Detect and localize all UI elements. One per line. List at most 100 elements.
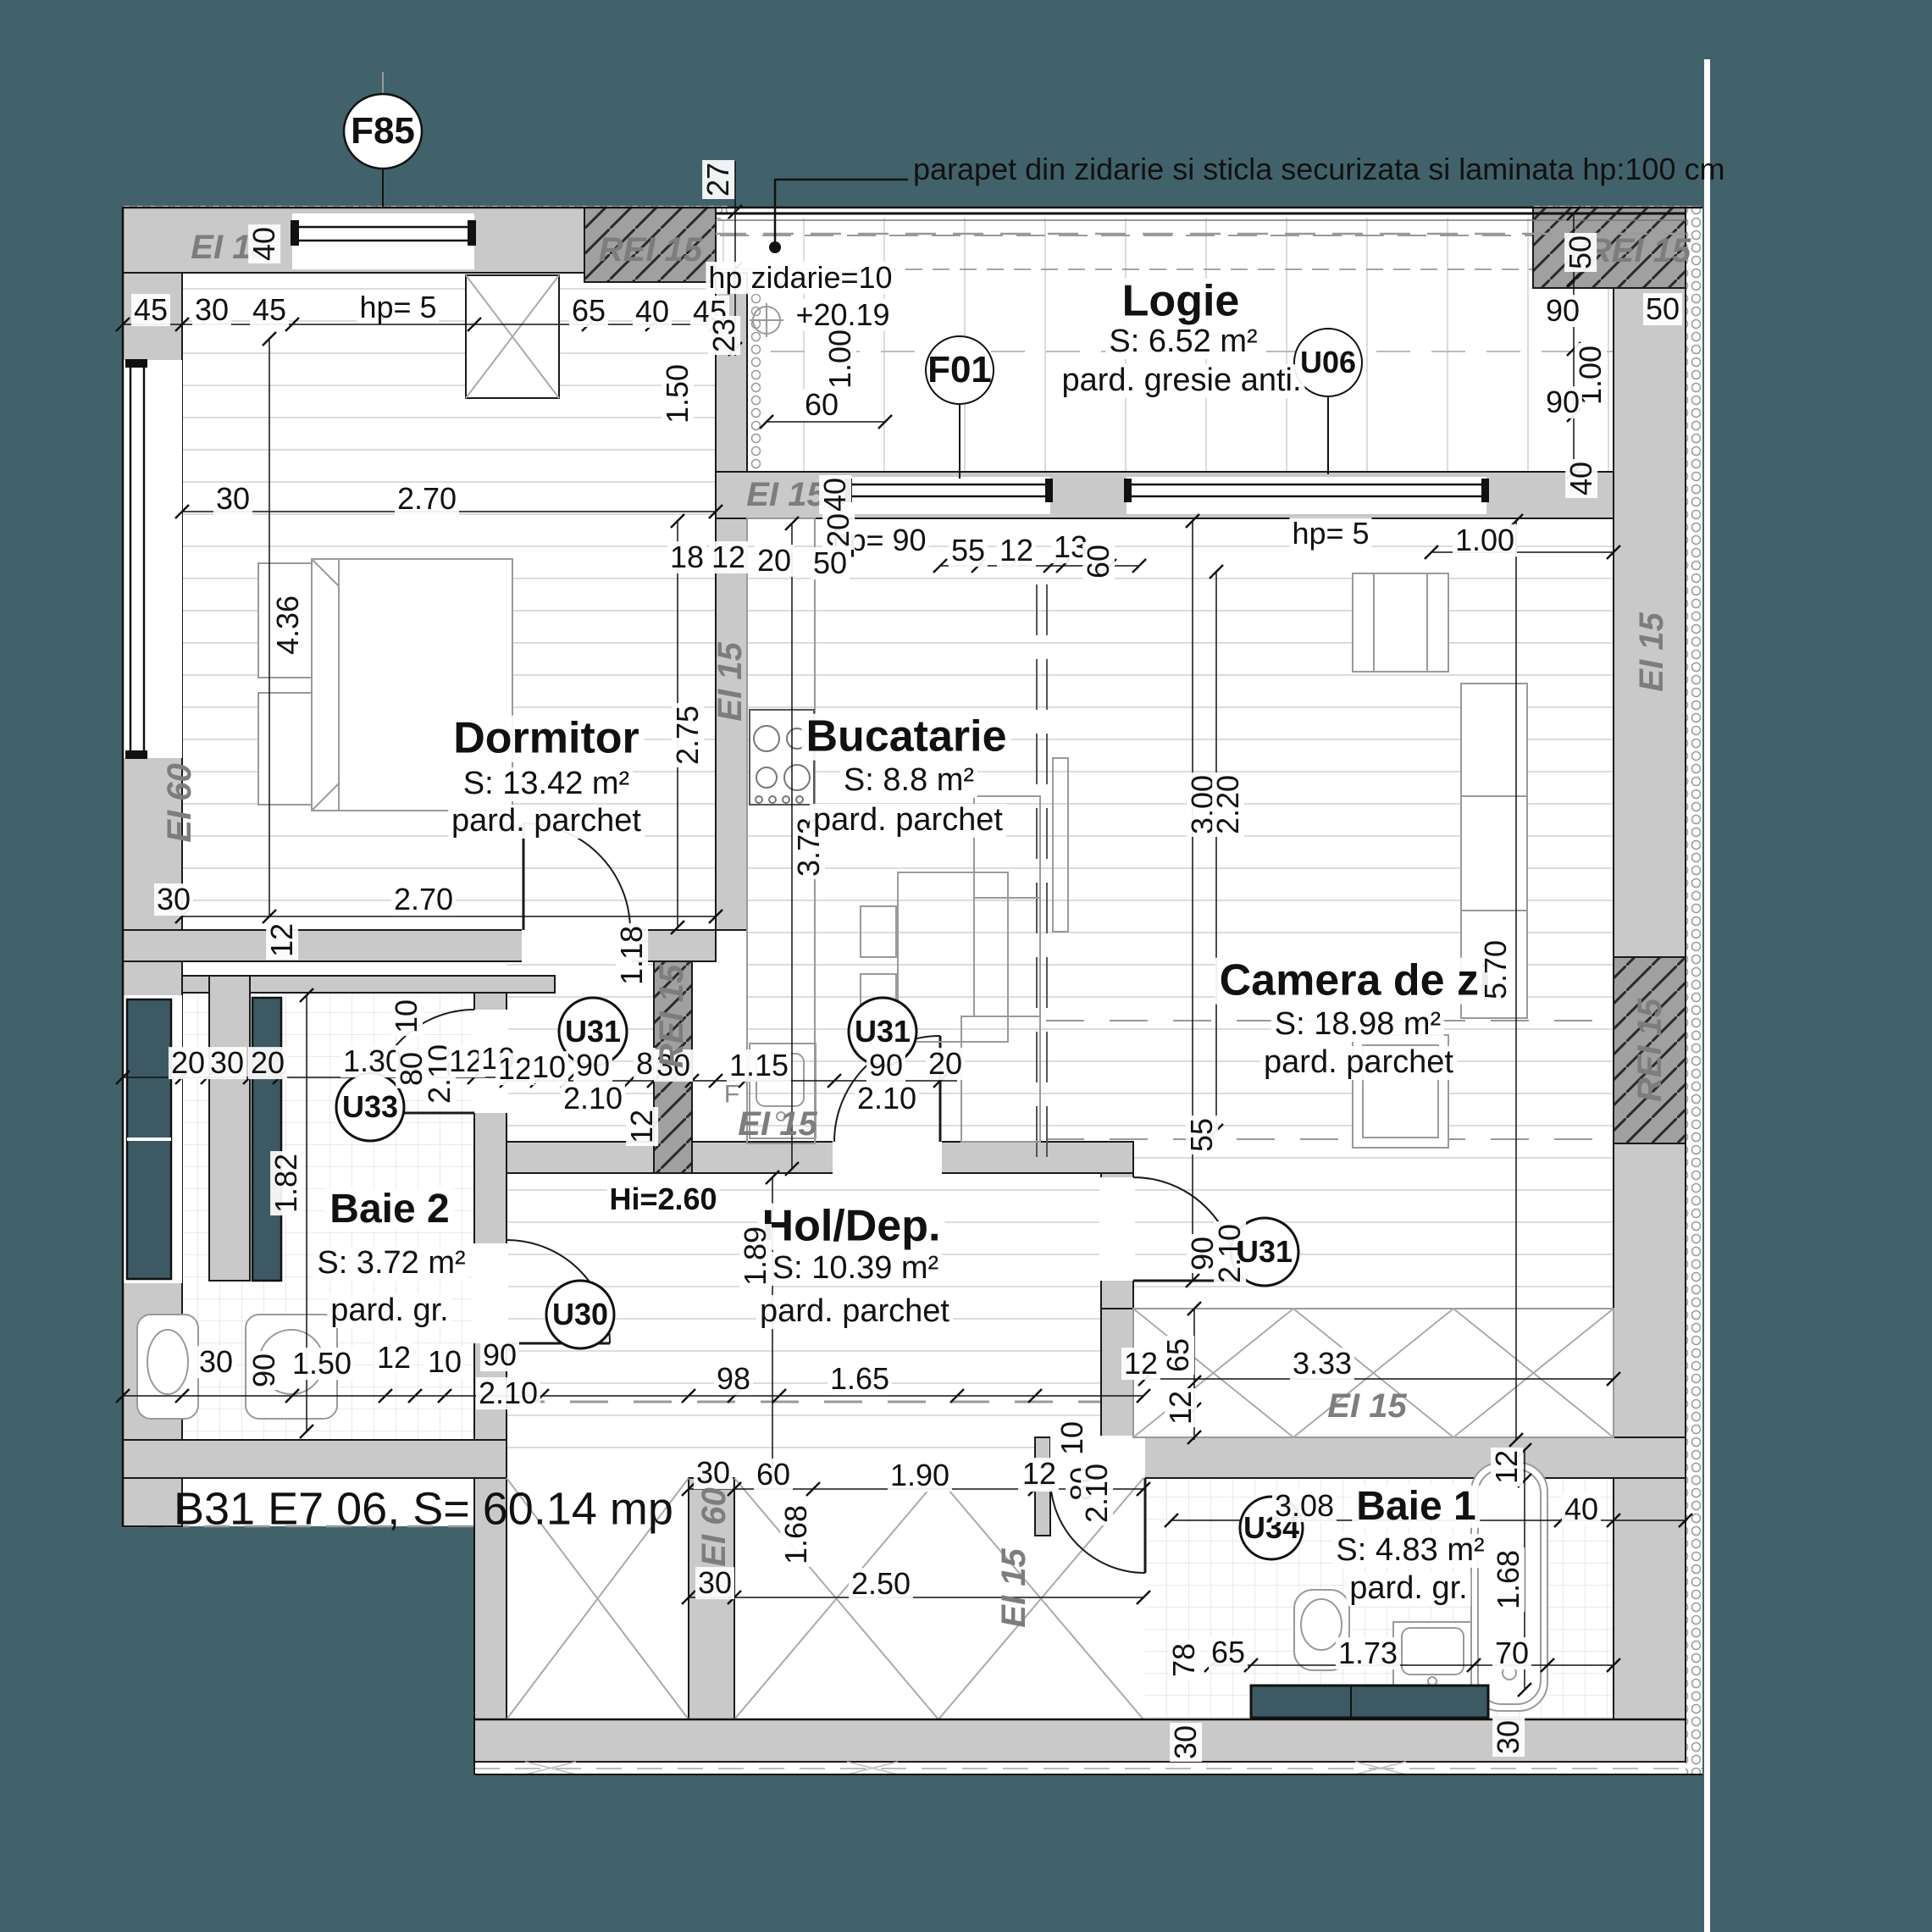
dim-90-b2: 90 [246,1350,281,1391]
dim-189: 1.89 [738,1223,772,1289]
dim-60-living: 60 [1081,541,1115,582]
dim-98: 98 [713,1363,754,1395]
dim-100-living: 1.00 [1452,524,1518,556]
floor-dormitor: pard. parchet [448,804,645,839]
dim-10-b1: 10 [1055,1418,1089,1459]
dim-12-rei: 12 [624,1106,659,1147]
dim-30-dorm: 30 [213,483,253,515]
note-hp5-living: hp= 5 [1289,518,1372,550]
tag-u33: U33 [341,1089,399,1125]
dim-45-a: 45 [130,294,171,326]
level-marker [750,303,783,337]
dim-20-rot: 20 [821,510,855,551]
ei-ei15-closet: EI 15 [1327,1387,1407,1425]
dim-100-logie-l: 1.00 [822,326,857,392]
dim-90-logie-a: 90 [1542,295,1583,327]
dim-118: 1.18 [614,922,649,988]
bed [257,558,513,811]
tag-u31-b: U31 [854,1014,911,1049]
ei-ei15-rightwall: EI 15 [1633,612,1670,692]
dim-210-u30: 2.10 [475,1377,541,1409]
sheet-edge-line [1704,59,1710,1932]
window-dormitor-left [123,360,182,758]
glass-partition [1036,584,1048,1173]
dim-40-topleft: 40 [246,224,281,264]
dim-168-b1: 1.68 [1491,1547,1525,1613]
dim-30-left: 30 [153,883,194,916]
door-u34-baie1 [1049,1477,1147,1574]
door-tag-u06 [1293,328,1363,397]
dim-65-top: 65 [568,295,609,327]
tag-f85: F85 [351,109,415,152]
area-baie2: S: 3.72 m² [313,1246,469,1281]
dim-90-hol1: 90 [573,1049,613,1082]
toilet [1293,1589,1350,1671]
dim-12-hol1: 12 [495,1053,535,1085]
floor-hol: pard. parchet [756,1294,953,1329]
dim-130: 1.30 [340,1045,406,1077]
room-logie: Logie [1117,279,1244,325]
dim-182: 1.82 [268,1150,303,1216]
area-hol: S: 10.39 m² [768,1251,943,1286]
tag-u31-a: U31 [564,1014,622,1049]
note-hp-zidarie: hp zidarie=10 [706,262,895,294]
ei-ei15-cor: EI 15 [995,1548,1032,1628]
dim-50-logie-a: 50 [1642,293,1683,325]
dim-8: 8 [633,1048,656,1080]
dim-30-b2c: 30 [196,1346,236,1378]
dim-308: 3.08 [1271,1490,1337,1522]
dim-60-cor: 60 [753,1459,794,1491]
note-hp5-dorm: hp= 5 [357,291,440,324]
dim-115: 1.15 [726,1049,792,1082]
lab-f-sink: F [723,1080,740,1109]
dim-30-bot1: 30 [1168,1722,1203,1763]
dim-30-bot2: 30 [1491,1717,1525,1758]
dim-27: 27 [700,159,735,200]
dim-23: 23 [706,315,741,356]
dim-20-hol: 20 [925,1048,966,1080]
dim-20-a: 20 [754,545,794,577]
room-baie1: Baie 1 [1352,1485,1481,1529]
dim-90-logie-b: 90 [1542,386,1583,418]
dim-12-cor: 12 [1019,1458,1060,1490]
dim-210-hol2: 2.10 [854,1082,920,1115]
tag-u30: U30 [551,1297,609,1332]
area-bucatarie: S: 8.8 m² [839,763,978,798]
dim-30-cor2: 30 [695,1567,735,1599]
ei-rei15-rightwall: REI 15 [1631,998,1669,1103]
dim-10-u30: 10 [424,1346,465,1378]
dim-50-a: 50 [810,547,850,579]
dim-220: 2.20 [1210,772,1245,838]
dim-65-closet: 65 [1160,1335,1195,1376]
dim-40-b1: 40 [1561,1493,1602,1525]
floor-logie: pard. gresie anti. [1058,363,1305,398]
dim-12-a: 12 [708,541,749,573]
floor-camera: pard. parchet [1260,1045,1457,1080]
dim-18-a: 18 [667,541,707,573]
room-baie2: Baie 2 [325,1187,454,1232]
ei-rei15-topright: REI 15 [1586,232,1691,269]
dim-275: 2.75 [670,702,705,768]
room-bucatarie: Bucatarie [801,714,1011,761]
dim-20-b2a: 20 [168,1047,208,1079]
title-apartment: B31 E7 06, S= 60.14 mp [174,1483,673,1535]
dim-150-b2: 1.50 [289,1348,355,1380]
tag-f01: F01 [927,348,992,390]
dim-30-cor1: 30 [693,1457,733,1489]
dim-12-closet: 12 [1121,1348,1161,1380]
dim-60-logie: 60 [801,389,842,421]
area-baie1: S: 4.83 m² [1332,1533,1488,1568]
dim-210-hol1: 2.10 [560,1082,626,1115]
dim-333: 3.33 [1289,1348,1355,1380]
ei-rei15-topleft: REI 15 [598,231,703,268]
note-parapet: parapet din zidarie si sticla securizata… [913,152,1725,187]
dim-40-kitchenwall: 40 [817,474,852,515]
dim-10-hol1: 10 [529,1051,569,1083]
dim-173: 1.73 [1335,1637,1401,1669]
windows [123,212,1686,1283]
vanity [1249,1684,1490,1719]
area-camera: S: 18.98 m² [1270,1007,1445,1042]
area-logie: S: 6.52 m² [1105,324,1261,359]
